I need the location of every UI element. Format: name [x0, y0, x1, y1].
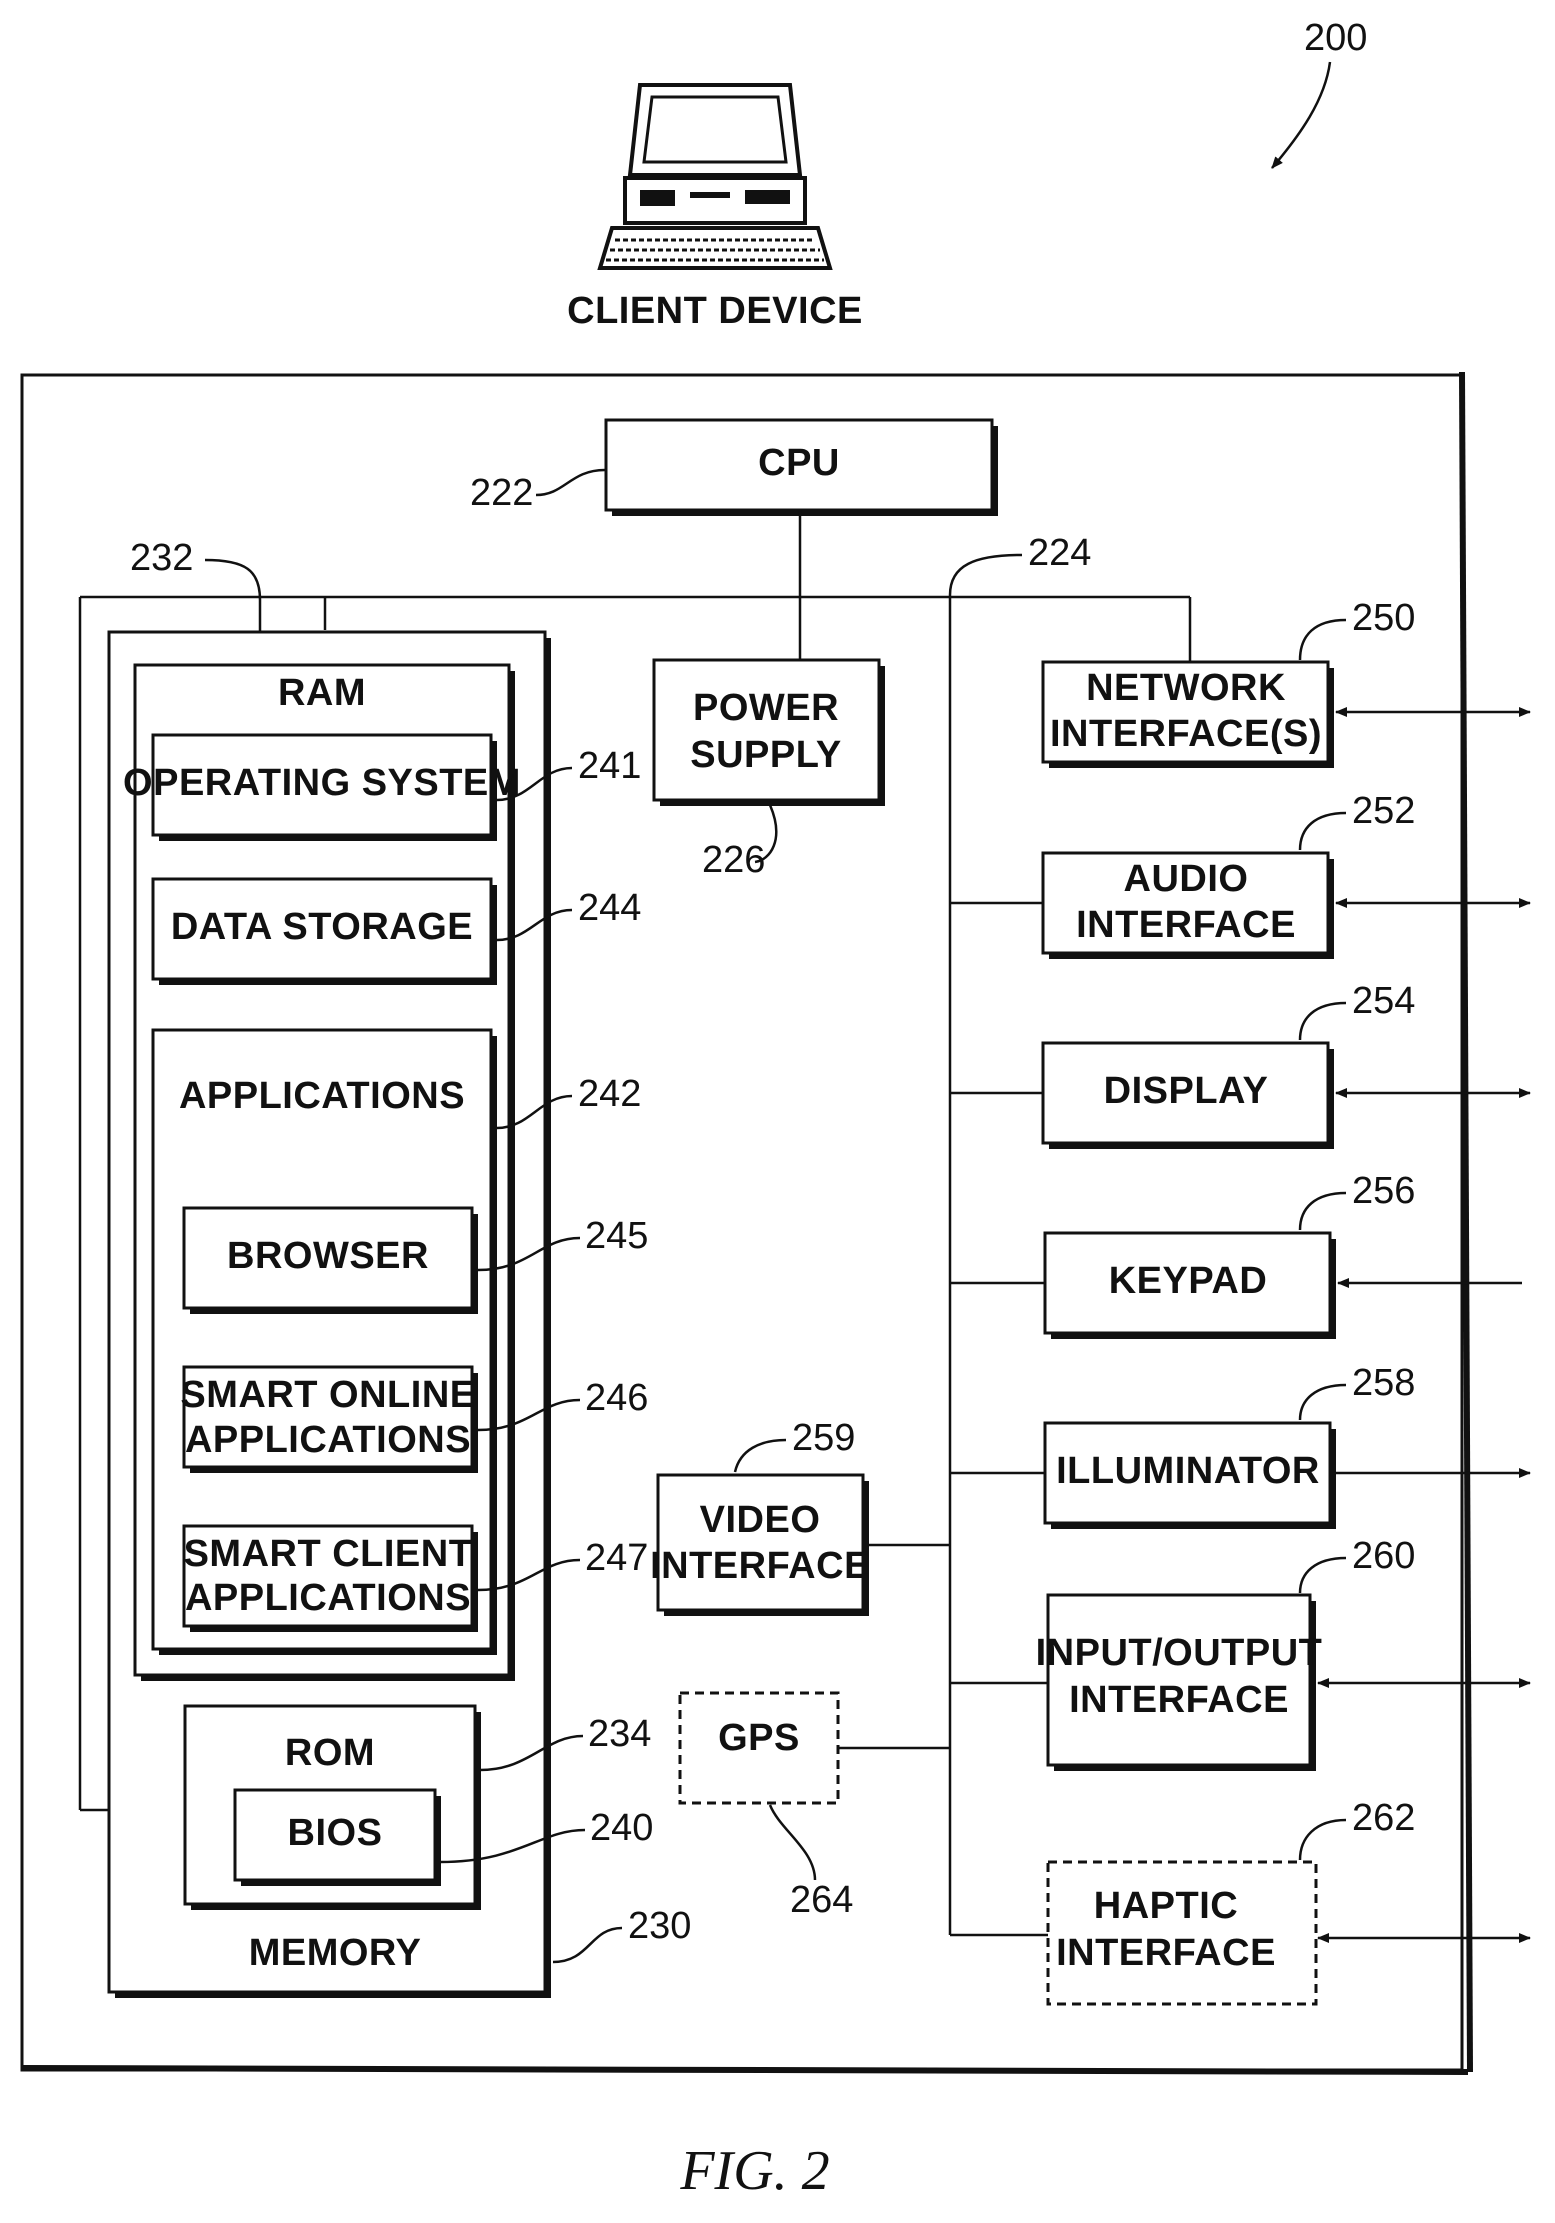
- bus-ref: 224: [1028, 532, 1091, 574]
- ram-label: RAM: [278, 672, 366, 714]
- haptic-interface-ref: 262: [1352, 1797, 1415, 1839]
- smart-client-applications-block: SMART CLIENT APPLICATIONS: [184, 1526, 478, 1632]
- network-interface-label-line2: INTERFACE(S): [1050, 713, 1322, 755]
- keypad-ref: 256: [1352, 1170, 1415, 1212]
- smart-online-applications-block: SMART ONLINE APPLICATIONS: [180, 1367, 478, 1473]
- power-supply-ref: 226: [702, 839, 765, 881]
- computer-icon: [600, 85, 830, 268]
- memory-bus-ref: 232: [130, 537, 193, 579]
- haptic-interface-label-line1: HAPTIC: [1094, 1885, 1238, 1927]
- smart-client-ref: 247: [585, 1537, 648, 1579]
- applications-label: APPLICATIONS: [179, 1075, 465, 1117]
- illuminator-label: ILLUMINATOR: [1056, 1450, 1320, 1492]
- memory-label: MEMORY: [249, 1932, 422, 1974]
- bios-block: BIOS: [235, 1790, 441, 1886]
- illuminator-ref: 258: [1352, 1362, 1415, 1404]
- audio-interface-label-line2: INTERFACE: [1076, 904, 1296, 946]
- power-supply-label-line2: SUPPLY: [690, 734, 842, 776]
- smart-online-label-line1: SMART ONLINE: [180, 1374, 475, 1416]
- keypad-block: KEYPAD: [1045, 1233, 1336, 1339]
- smart-online-ref: 246: [585, 1377, 648, 1419]
- memory-ref: 230: [628, 1905, 691, 1947]
- power-supply-block: POWER SUPPLY: [654, 660, 885, 806]
- video-interface-label-line1: VIDEO: [700, 1499, 821, 1541]
- bios-ref: 240: [590, 1807, 653, 1849]
- io-interface-label-line2: INTERFACE: [1069, 1679, 1289, 1721]
- applications-ref: 242: [578, 1073, 641, 1115]
- illuminator-block: ILLUMINATOR: [1045, 1423, 1336, 1529]
- browser-ref: 245: [585, 1215, 648, 1257]
- rom-label: ROM: [285, 1732, 375, 1774]
- io-interface-ref: 260: [1352, 1535, 1415, 1577]
- data-storage-block: DATA STORAGE: [153, 879, 497, 985]
- smart-online-label-line2: APPLICATIONS: [185, 1419, 471, 1461]
- display-label: DISPLAY: [1104, 1070, 1269, 1112]
- browser-label: BROWSER: [227, 1235, 429, 1277]
- figure-number: 200: [1304, 17, 1367, 59]
- video-interface-ref: 259: [792, 1417, 855, 1459]
- network-interface-block: NETWORK INTERFACE(S): [1043, 662, 1334, 768]
- io-interface-label-line1: INPUT/OUTPUT: [1036, 1632, 1323, 1674]
- haptic-interface-label-line2: INTERFACE: [1056, 1932, 1276, 1974]
- power-supply-label-line1: POWER: [693, 687, 839, 729]
- operating-system-ref: 241: [578, 745, 641, 787]
- network-interface-ref: 250: [1352, 597, 1415, 639]
- video-interface-label-line2: INTERFACE: [650, 1545, 870, 1587]
- audio-interface-ref: 252: [1352, 790, 1415, 832]
- rom-ref: 234: [588, 1713, 651, 1755]
- io-interface-block: INPUT/OUTPUT INTERFACE: [1036, 1595, 1323, 1771]
- cpu-block: CPU: [606, 420, 998, 516]
- smart-client-label-line1: SMART CLIENT: [184, 1533, 473, 1575]
- video-interface-block: VIDEO INTERFACE: [650, 1475, 870, 1616]
- audio-interface-label-line1: AUDIO: [1124, 858, 1249, 900]
- display-ref: 254: [1352, 980, 1415, 1022]
- figure-caption: FIG. 2: [679, 2140, 829, 2202]
- operating-system-block: OPERATING SYSTEM: [123, 735, 521, 841]
- data-storage-label: DATA STORAGE: [171, 906, 473, 948]
- keypad-label: KEYPAD: [1109, 1260, 1268, 1302]
- smart-client-label-line2: APPLICATIONS: [185, 1577, 471, 1619]
- operating-system-label: OPERATING SYSTEM: [123, 762, 521, 804]
- audio-interface-block: AUDIO INTERFACE: [1043, 853, 1334, 959]
- browser-block: BROWSER: [184, 1208, 478, 1314]
- gps-label: GPS: [718, 1717, 800, 1759]
- bios-label: BIOS: [288, 1812, 383, 1854]
- client-device-label: CLIENT DEVICE: [567, 290, 863, 332]
- cpu-ref: 222: [470, 472, 533, 514]
- network-interface-label-line1: NETWORK: [1086, 667, 1286, 709]
- figure-number-arrow: [1272, 62, 1330, 168]
- data-storage-ref: 244: [578, 887, 641, 929]
- gps-ref: 264: [790, 1879, 853, 1921]
- display-block: DISPLAY: [1043, 1043, 1334, 1149]
- cpu-label: CPU: [758, 442, 840, 484]
